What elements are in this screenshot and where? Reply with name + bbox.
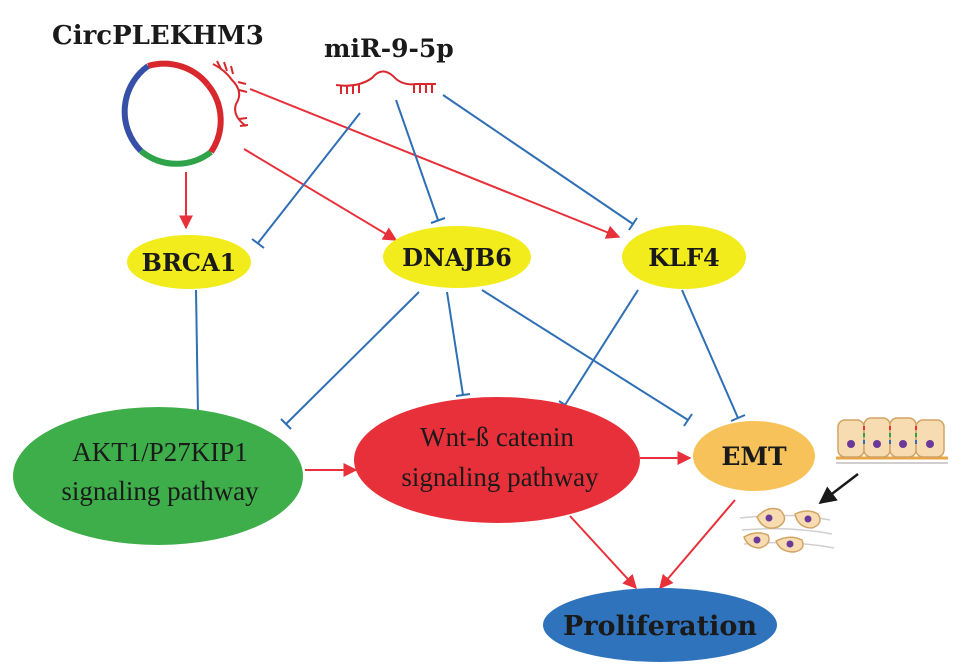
emt-label: EMT [721, 442, 787, 471]
inhibit-klf4-to-wnt [558, 289, 639, 410]
node-dnajb6: DNAJB6 [383, 226, 531, 288]
node-wnt-catenin: Wnt-ß catenin signaling pathway [354, 397, 640, 523]
mir-9-5p-label: miR-9-5p [324, 34, 454, 63]
klf4-label: KLF4 [648, 243, 719, 272]
inhibit-klf4-to-emt [681, 289, 746, 422]
brca1-label: BRCA1 [142, 248, 237, 277]
arrow-circ-to-dnajb6 [243, 148, 398, 241]
arrow-emt-to-proliferation [659, 499, 736, 590]
akt-label-line1: AKT1/P27KIP1 [72, 437, 248, 467]
node-akt1-p27kip1: AKT1/P27KIP1 signaling pathway [13, 407, 303, 545]
inhibit-mir-to-brca1 [251, 112, 361, 249]
inhibit-mir-to-klf4 [442, 94, 638, 231]
node-klf4: KLF4 [622, 225, 746, 289]
akt-label-line2: signaling pathway [61, 476, 259, 506]
node-emt: EMT [693, 421, 815, 491]
circrna-ring-icon [121, 60, 249, 167]
node-proliferation: Proliferation [543, 588, 777, 662]
node-brca1: BRCA1 [127, 235, 251, 289]
proliferation-label: Proliferation [563, 611, 757, 642]
circplekhm3-label: CircPLEKHM3 [52, 21, 264, 51]
inhibit-mir-to-dnajb6 [395, 99, 446, 224]
epithelial-cells-icon [836, 417, 948, 464]
inhibit-dnajb6-to-emt [481, 289, 693, 427]
inhibit-dnajb6-to-wnt [446, 291, 471, 397]
inhibit-dnajb6-to-akt [280, 291, 420, 430]
mesenchymal-cells-icon [739, 507, 835, 553]
arrow-circ-to-klf4 [249, 88, 621, 239]
arrow-epithelial-to-mesenchymal [818, 473, 859, 505]
mirna-icon [335, 70, 436, 94]
wnt-label-line1: Wnt-ß catenin [420, 422, 574, 452]
dnajb6-label: DNAJB6 [402, 243, 512, 272]
arrow-wnt-to-proliferation [569, 515, 637, 590]
inhibit-brca1-to-akt [191, 289, 205, 417]
wnt-label-line2: signaling pathway [401, 462, 599, 492]
